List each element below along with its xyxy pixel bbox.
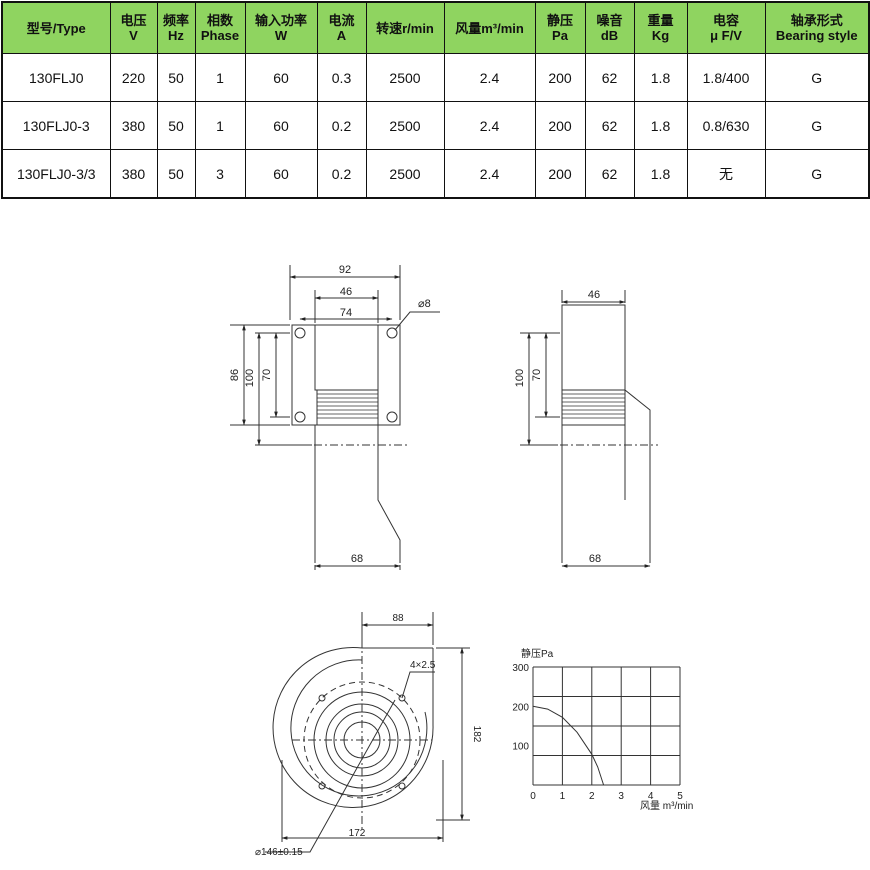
dim-70: 70 <box>531 369 543 381</box>
chart-yticks: 100 200 300 <box>512 663 529 753</box>
mount-hole <box>318 782 326 790</box>
cell: 1.8 <box>633 101 688 150</box>
cell: 60 <box>244 53 318 102</box>
y-tick-label: 100 <box>512 742 529 753</box>
plan-view-dimensions: 88 4×2.5 182 172 ⌀146±0.15 <box>255 613 482 858</box>
x-tick-label: 1 <box>560 791 566 802</box>
x-tick-label: 2 <box>589 791 595 802</box>
front-view <box>230 265 440 570</box>
side-motor-body <box>561 304 626 391</box>
cell: 130FLJ0-3 <box>1 101 111 150</box>
table-row: 130FLJ0-3/3 380 50 3 60 0.2 2500 2.4 200… <box>1 149 870 199</box>
chart-ylabel: 静压Pa <box>521 647 554 660</box>
cell: 无 <box>686 149 766 199</box>
cell: 220 <box>109 53 158 102</box>
x-tick-label: 5 <box>677 791 683 802</box>
side-view-dimensions: 46 100 70 68 <box>514 289 601 565</box>
side-view <box>520 290 658 568</box>
x-tick-label: 3 <box>618 791 624 802</box>
cell: 200 <box>534 149 586 199</box>
x-tick-label: 0 <box>530 791 536 802</box>
table-row: 130FLJ0-3 380 50 1 60 0.2 2500 2.4 200 6… <box>1 101 870 150</box>
cell: G <box>764 101 870 150</box>
mounting-hole <box>386 327 398 339</box>
dim-86: 86 <box>229 369 241 381</box>
cell: 1 <box>194 53 246 102</box>
dim-70: 70 <box>261 369 273 381</box>
plan-view <box>265 612 470 853</box>
dim-100: 100 <box>514 369 526 387</box>
cell: 130FLJ0 <box>1 53 111 102</box>
cell: 200 <box>534 101 586 150</box>
dim-88: 88 <box>392 613 404 624</box>
y-tick-label: 200 <box>512 702 529 713</box>
dim-172: 172 <box>349 828 366 839</box>
dim-holes: 4×2.5 <box>410 660 436 671</box>
cell: 62 <box>584 149 635 199</box>
scroll-housing <box>272 647 434 808</box>
dim-68: 68 <box>589 553 601 565</box>
cell: 60 <box>244 149 318 199</box>
cell: 2500 <box>365 53 445 102</box>
dim-182: 182 <box>471 726 482 743</box>
x-tick-label: 4 <box>648 791 654 802</box>
cell: G <box>764 149 870 199</box>
cell: 0.2 <box>316 101 367 150</box>
mounting-hole <box>386 411 398 423</box>
performance-chart: 静压Pa 风量 m³/min 100 200 300 0 1 2 3 4 5 <box>512 647 693 812</box>
header-airflow: 风量m³/min <box>443 1 536 54</box>
cell: 1.8 <box>633 149 688 199</box>
mount-hole <box>398 782 406 790</box>
dim-46: 46 <box>340 286 352 298</box>
cell: 380 <box>109 149 158 199</box>
front-impeller-fins <box>317 393 378 419</box>
cell: 60 <box>244 101 318 150</box>
dim-46: 46 <box>588 289 600 301</box>
chart-grid <box>532 666 681 786</box>
cell: 200 <box>534 53 586 102</box>
chart-series-line <box>532 705 605 786</box>
cell: 50 <box>156 53 196 102</box>
y-tick-label: 300 <box>512 663 529 674</box>
chart-xlabel: 风量 m³/min <box>640 800 693 812</box>
cell: 2.4 <box>443 149 536 199</box>
cell: 1 <box>194 101 246 150</box>
side-impeller-fins <box>562 393 625 419</box>
mounting-hole <box>294 411 306 423</box>
chart-xticks: 0 1 2 3 4 5 <box>530 791 683 802</box>
cell: 2500 <box>365 101 445 150</box>
cell: G <box>764 53 870 102</box>
cell: 2.4 <box>443 53 536 102</box>
dim-circle-dia: ⌀146±0.15 <box>255 847 303 858</box>
dim-68: 68 <box>351 553 363 565</box>
mounting-hole <box>294 327 306 339</box>
front-view-dimensions: 92 46 74 ⌀8 86 100 70 68 <box>229 264 431 565</box>
header-speed: 转速r/min <box>365 1 445 54</box>
cell: 2.4 <box>443 101 536 150</box>
dim-74: 74 <box>340 307 352 319</box>
mount-hole <box>318 694 326 702</box>
cell: 50 <box>156 101 196 150</box>
mount-hole <box>398 694 406 702</box>
front-outlet <box>314 425 401 563</box>
cell: 130FLJ0-3/3 <box>1 149 111 199</box>
dim-92: 92 <box>339 264 351 276</box>
dim-hole-dia: ⌀8 <box>418 298 431 310</box>
dim-100: 100 <box>244 369 256 387</box>
table-row: 130FLJ0 220 50 1 60 0.3 2500 2.4 200 62 … <box>1 53 870 102</box>
cell: 3 <box>194 149 246 199</box>
